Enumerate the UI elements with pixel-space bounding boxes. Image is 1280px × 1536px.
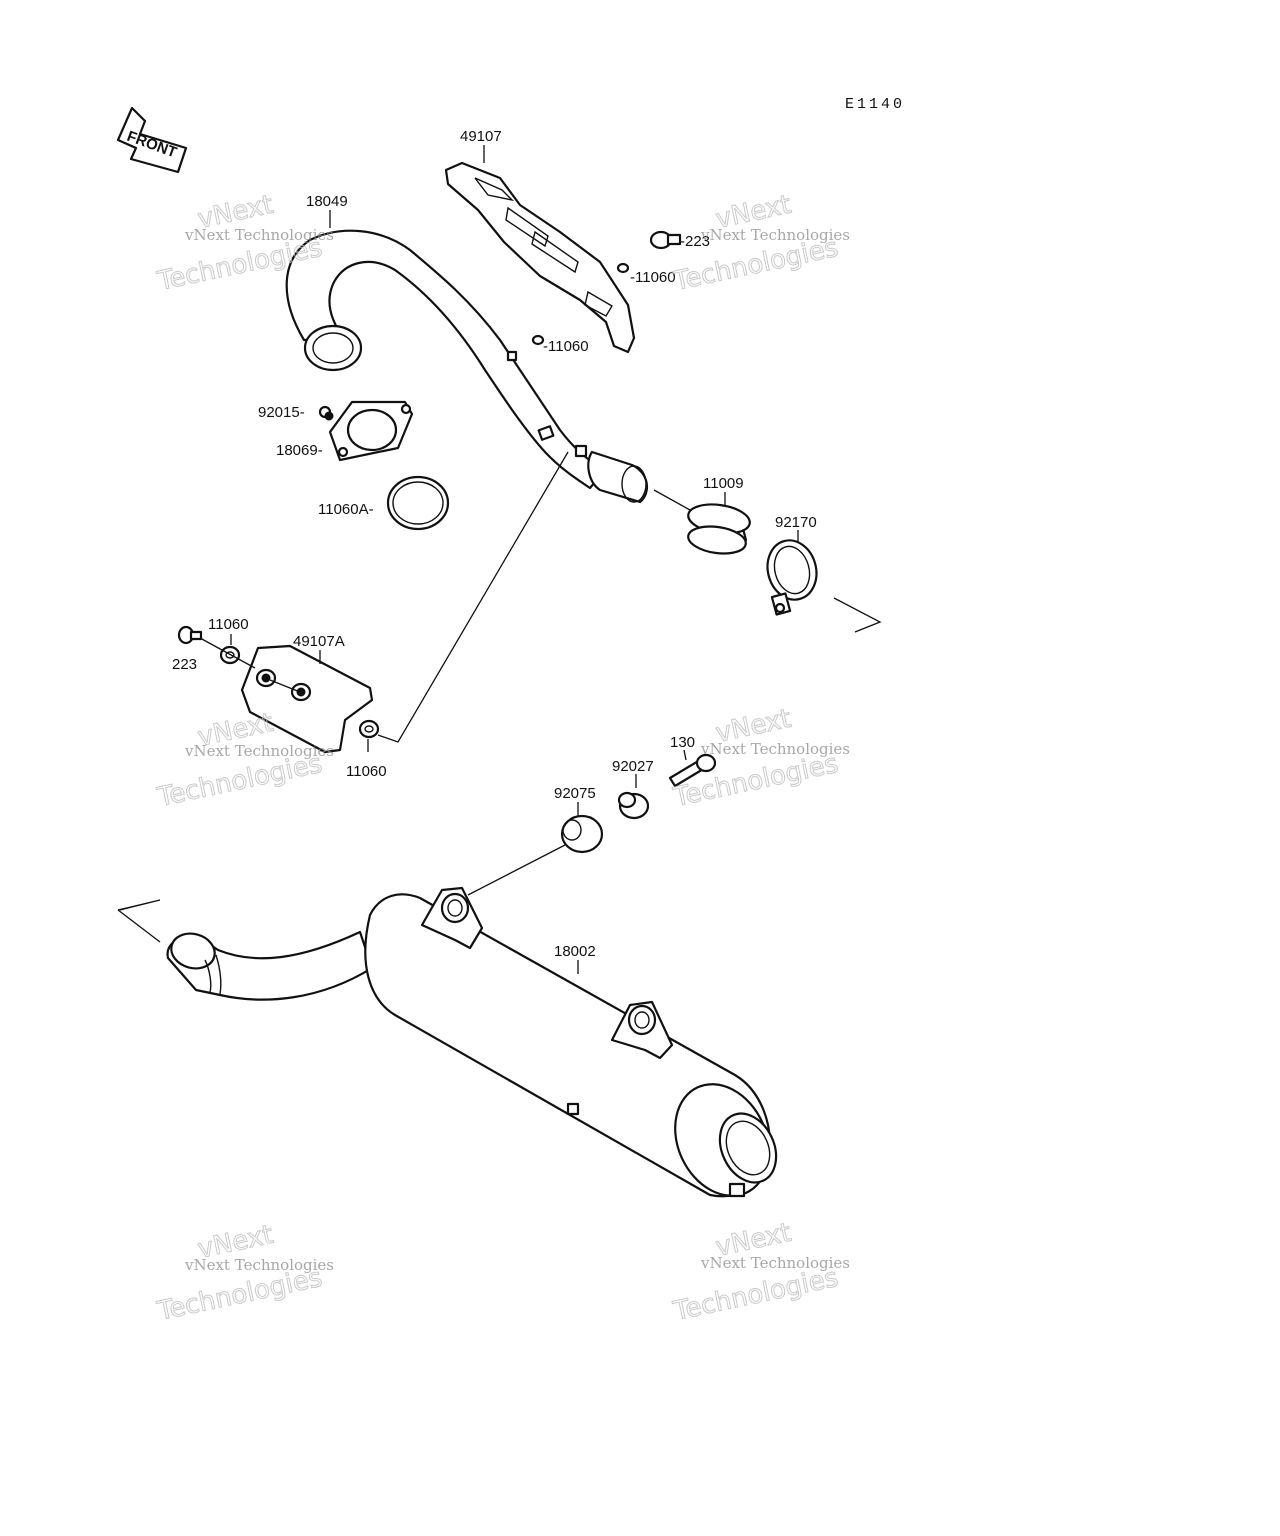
small-bolt-icon (318, 405, 334, 421)
connector-line-right (833, 597, 882, 633)
part-label-18049: 18049 (306, 193, 348, 210)
svg-text:vNext Technologies: vNext Technologies (700, 1254, 850, 1272)
muffler (117, 886, 778, 1198)
part-label-11060-left: 11060 (208, 616, 249, 633)
part-label-92075: 92075 (554, 785, 596, 802)
bolt-axis-line (199, 637, 256, 669)
exhaust-flange (328, 400, 414, 462)
svg-text:vNext Technologies: vNext Technologies (700, 226, 850, 244)
front-arrow-icon: FRONT (116, 106, 188, 174)
bolt-icon (177, 625, 203, 645)
part-label-92027: 92027 (612, 758, 654, 775)
leader-130 (683, 749, 687, 761)
part-label-11060-upper: -11060 (630, 269, 676, 286)
watermark: vNext vNext Technologies Technologies (670, 1217, 850, 1327)
part-label-49107: 49107 (460, 128, 502, 145)
svg-text:vNext Technologies: vNext Technologies (184, 226, 334, 244)
svg-text:vNext Technologies: vNext Technologies (184, 742, 334, 760)
part-label-130: 130 (670, 734, 695, 751)
part-label-18069: 18069- (276, 442, 323, 459)
connector-line-guard (377, 451, 569, 743)
heat-guard-lower (240, 644, 374, 754)
watermark: vNext vNext Technologies Technologies (154, 1219, 334, 1327)
part-label-11060-mid: -11060 (543, 338, 589, 355)
washer-icon (616, 262, 630, 274)
leader-11009-axis (653, 489, 691, 511)
exhaust-head-pipe (285, 229, 649, 504)
part-label-92170: 92170 (775, 514, 817, 531)
bolt-130-icon (668, 753, 717, 788)
pipe-sleeve (687, 503, 751, 555)
svg-text:vNext Technologies: vNext Technologies (700, 740, 850, 758)
grommet-92075 (560, 814, 604, 854)
diagram-code: E1140 (845, 96, 905, 113)
part-label-223-upper: -223 (680, 233, 710, 250)
part-label-223-lower: 223 (172, 656, 197, 673)
part-label-49107A: 49107A (293, 633, 345, 650)
svg-text:Technologies: Technologies (670, 749, 841, 813)
pipe-clamp (766, 539, 818, 616)
part-label-11060-lower: 11060 (346, 763, 387, 780)
part-label-92015: 92015- (258, 404, 305, 421)
part-label-11009: 11009 (703, 475, 744, 492)
watermark: vNext vNext Technologies Technologies (670, 703, 850, 813)
collar-92027 (617, 791, 650, 820)
svg-text:vNext Technologies: vNext Technologies (184, 1256, 334, 1274)
svg-text:Technologies: Technologies (670, 1263, 841, 1327)
grommet-axis-line (467, 844, 566, 896)
bolt-axis-line (269, 679, 301, 693)
part-label-18002: 18002 (554, 943, 596, 960)
part-label-11060A: 11060A- (318, 501, 374, 518)
washer-icon (531, 334, 545, 346)
bolt-icon (649, 230, 682, 250)
washer-icon (358, 719, 380, 739)
heat-guard-upper (444, 161, 636, 354)
gasket-ring (386, 475, 450, 531)
